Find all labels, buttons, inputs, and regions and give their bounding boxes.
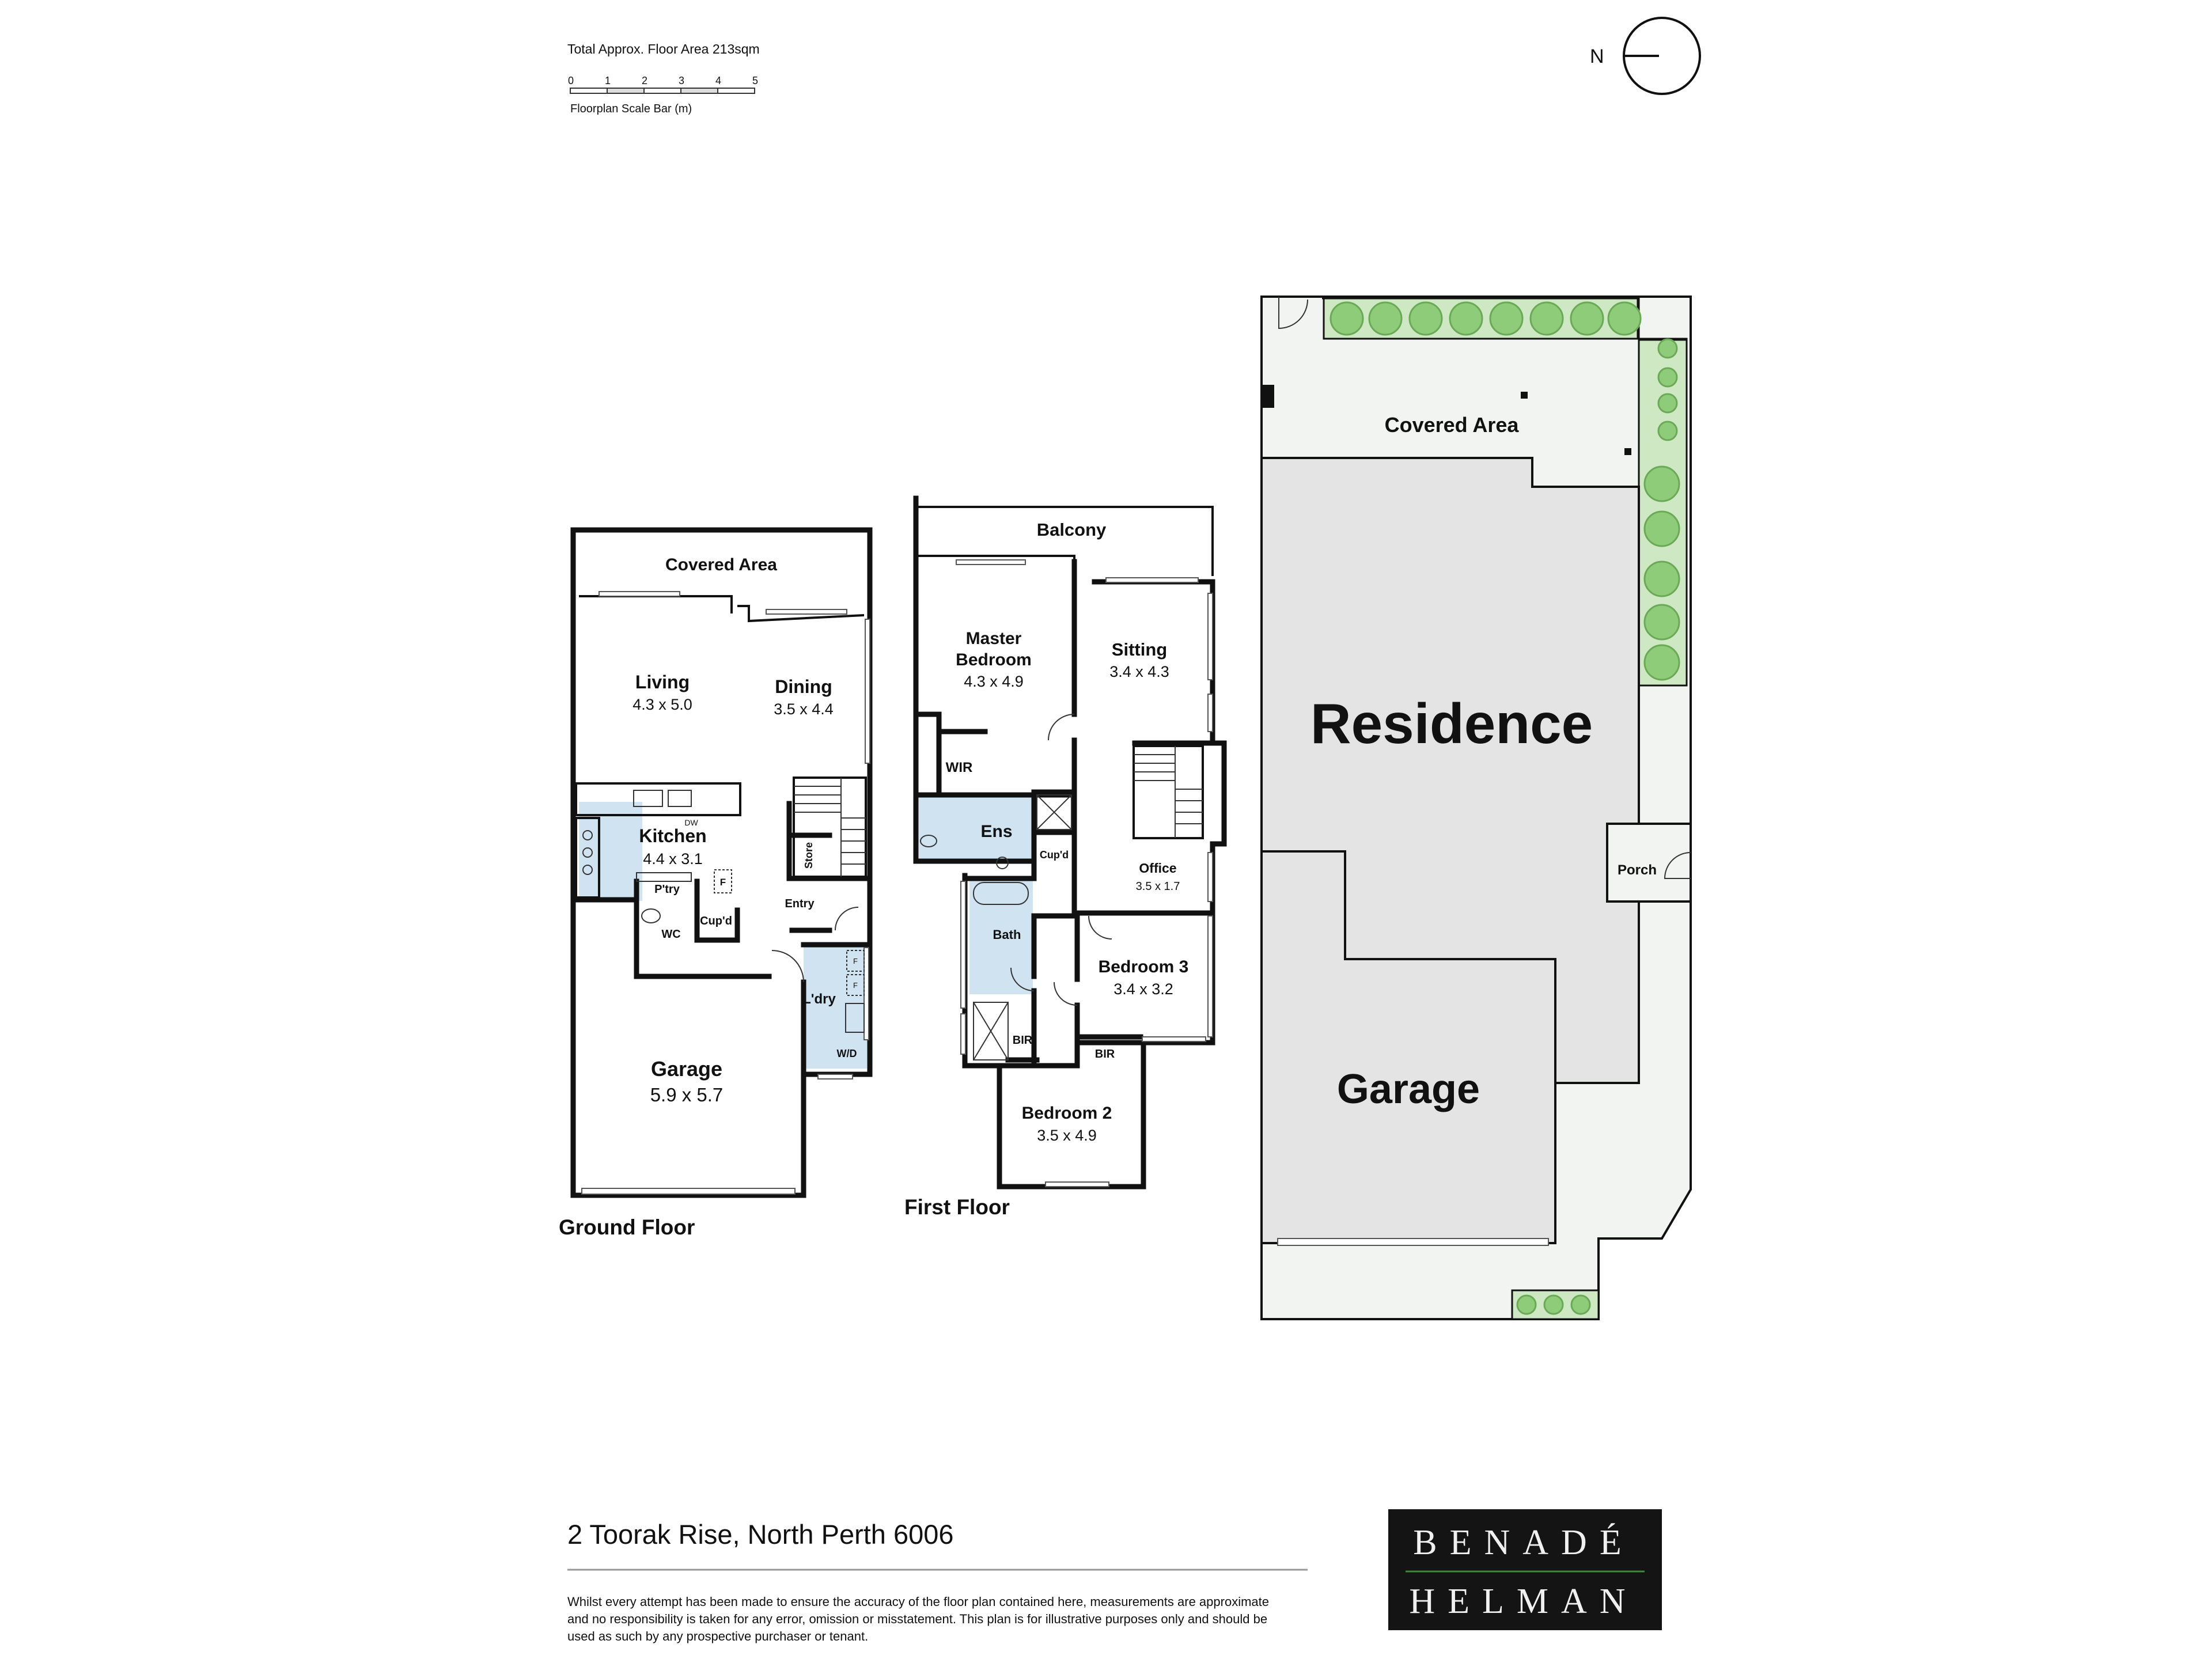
- laundry-label: L'dry: [802, 991, 836, 1007]
- site-plan: Covered Area Residence Porch Garage: [1260, 296, 1692, 1320]
- dining-dims: 3.5 x 4.4: [774, 700, 834, 718]
- master-bedroom-label-line2: Bedroom: [956, 650, 1032, 669]
- kitchen-dims: 4.4 x 3.1: [643, 850, 703, 868]
- bir-1-label: BIR: [1013, 1034, 1033, 1047]
- dishwasher-label: DW: [684, 818, 698, 827]
- master-bedroom-label-line1: Master: [966, 629, 1022, 648]
- logo-line-2: HELMAN: [1409, 1582, 1638, 1621]
- first-floor-title: First Floor: [904, 1195, 1010, 1219]
- ground-covered-area-label: Covered Area: [665, 555, 777, 574]
- porch-label: Porch: [1618, 862, 1657, 878]
- office-label: Office: [1139, 861, 1176, 876]
- floor-area-label: Total Approx. Floor Area 213sqm: [567, 41, 760, 56]
- ground-garage-dims: 5.9 x 5.7: [650, 1084, 724, 1105]
- ground-floor-title: Ground Floor: [559, 1215, 695, 1239]
- north-label: N: [1590, 46, 1604, 67]
- ground-stairs: [793, 777, 867, 878]
- site-covered-area-label: Covered Area: [1385, 413, 1520, 437]
- first-cupd-label: Cup'd: [1040, 849, 1069, 861]
- laundry-fridge-1-label: F: [853, 957, 858, 965]
- disclaimer-line-1: Whilst every attempt has been made to en…: [567, 1594, 1269, 1609]
- scale-tick-0: 0: [568, 75, 574, 86]
- fridge-label: F: [720, 877, 726, 888]
- ensuite-label: Ens: [980, 822, 1012, 841]
- address-label: 2 Toorak Rise, North Perth 6006: [567, 1519, 954, 1550]
- scale-tick-1: 1: [605, 75, 611, 86]
- wir-label: WIR: [946, 760, 973, 775]
- living-dims: 4.3 x 5.0: [632, 696, 692, 713]
- bedroom-3-dims: 3.4 x 3.2: [1113, 980, 1173, 998]
- scale-tick-2: 2: [642, 75, 647, 86]
- scale-caption: Floorplan Scale Bar (m): [570, 103, 692, 115]
- ground-floor-plan: Covered Area Living 4.3 x 5.0 Dining 3.5…: [559, 527, 873, 1239]
- logo-line-1: BENADÉ: [1413, 1523, 1634, 1562]
- store-label: Store: [803, 842, 815, 869]
- north-arrow-icon: N: [1590, 17, 1701, 95]
- scale-tick-3: 3: [679, 75, 684, 86]
- kitchen-label: Kitchen: [639, 825, 706, 846]
- scale-tick-4: 4: [715, 75, 721, 86]
- entry-label: Entry: [785, 897, 815, 910]
- master-bedroom-dims: 4.3 x 4.9: [964, 673, 1024, 690]
- scale-bar: 0 1 2 3 4 5 Floorplan Scale Bar (m): [568, 75, 758, 115]
- footer: 2 Toorak Rise, North Perth 6006 Whilst e…: [567, 1509, 1662, 1643]
- bir-2-label: BIR: [1095, 1048, 1115, 1060]
- sitting-label: Sitting: [1112, 639, 1167, 660]
- first-floor-plan: Balcony Master Bedroom 4.3 x 4.9 Sitting…: [904, 495, 1227, 1219]
- agency-logo: BENADÉ HELMAN: [1388, 1509, 1662, 1630]
- balcony-label: Balcony: [1037, 520, 1107, 540]
- scale-tick-5: 5: [752, 75, 758, 86]
- first-stairs: [1132, 745, 1204, 839]
- washer-dryer-label: W/D: [837, 1048, 857, 1059]
- disclaimer-line-2: and no responsibility is taken for any e…: [567, 1612, 1267, 1626]
- office-dims: 3.5 x 1.7: [1136, 880, 1180, 893]
- bath-label: Bath: [993, 927, 1021, 942]
- bedroom-2-dims: 3.5 x 4.9: [1037, 1127, 1097, 1144]
- living-label: Living: [635, 672, 690, 692]
- pantry-label: P'try: [654, 883, 680, 896]
- ground-garage-label: Garage: [651, 1057, 722, 1081]
- disclaimer-line-3: used as such by any prospective purchase…: [567, 1629, 868, 1643]
- site-garage-label: Garage: [1337, 1066, 1480, 1112]
- header: Total Approx. Floor Area 213sqm 0 1 2 3 …: [567, 17, 1701, 115]
- laundry-fridge-2-label: F: [853, 981, 858, 990]
- dining-label: Dining: [775, 676, 832, 697]
- bedroom-2-label: Bedroom 2: [1022, 1104, 1112, 1123]
- bedroom-3-label: Bedroom 3: [1099, 957, 1189, 976]
- residence-label: Residence: [1310, 692, 1593, 755]
- ground-cupd-label: Cup'd: [700, 915, 732, 927]
- sitting-dims: 3.4 x 4.3: [1109, 663, 1169, 680]
- wc-label: WC: [661, 928, 680, 941]
